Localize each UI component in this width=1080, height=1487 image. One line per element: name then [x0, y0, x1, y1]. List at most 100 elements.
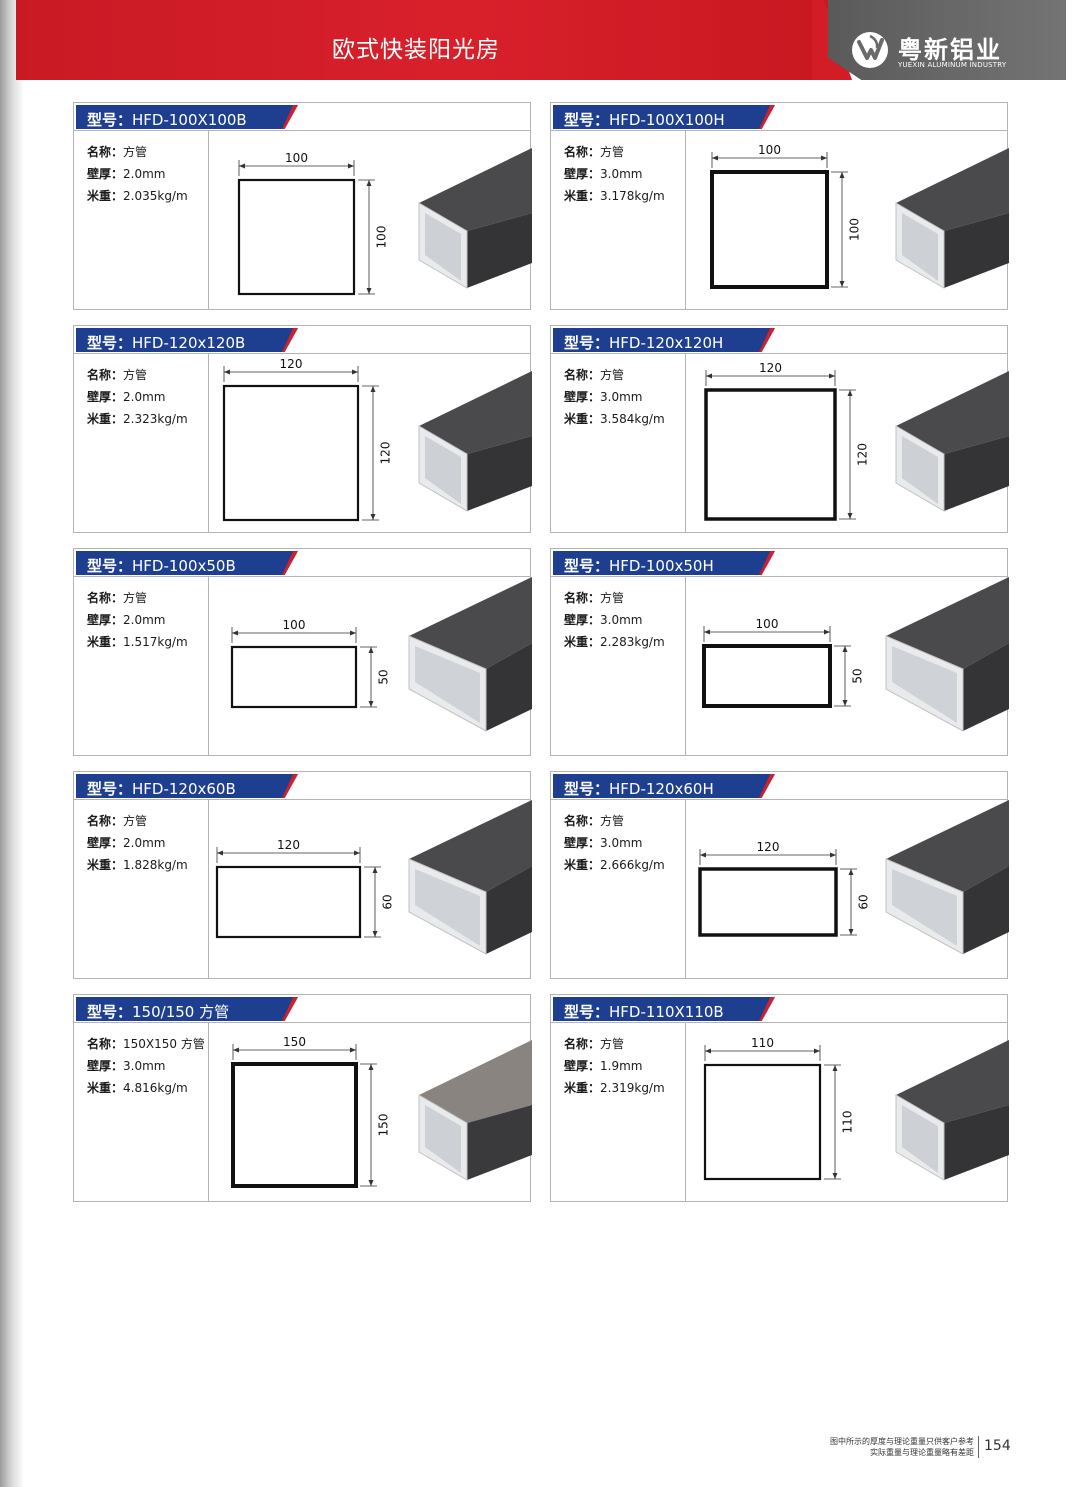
spec-wall-label: 壁厚： — [87, 836, 124, 850]
spec-weight: 米重：1.828kg/m — [87, 856, 188, 873]
spec-name: 名称：方管 — [564, 1035, 624, 1052]
dim-arrow — [830, 852, 836, 858]
model-tab — [76, 105, 298, 129]
dim-arrow — [233, 1047, 239, 1053]
spec-weight: 米重：2.666kg/m — [564, 856, 665, 873]
model-label: 型号： — [564, 780, 610, 798]
spec-wall-value: 3.0mm — [123, 1059, 166, 1073]
model-tab — [553, 328, 775, 352]
spec-name-value: 方管 — [600, 145, 625, 159]
model-value: HFD-100x50B — [132, 557, 236, 575]
book-spine — [0, 0, 16, 1487]
spec-name-value: 150X150 方管 — [123, 1037, 205, 1051]
spec-name-label: 名称： — [87, 1037, 124, 1051]
model-tab — [553, 551, 775, 575]
model-value: HFD-110X110B — [609, 1003, 724, 1021]
spec-wall-value: 3.0mm — [600, 390, 643, 404]
spec-name-label: 名称： — [87, 145, 124, 159]
dim-arrow — [832, 1065, 838, 1071]
spec-wall: 壁厚：3.0mm — [564, 165, 642, 182]
card-divider — [685, 354, 686, 532]
spec-weight: 米重：2.319kg/m — [564, 1079, 665, 1096]
profile-outline — [222, 384, 360, 522]
tube-3d-image — [895, 148, 1009, 289]
dim-arrow — [839, 281, 845, 287]
footer-note-line1: 图中所示的厚度与理论重量只供客户参考 — [830, 1437, 974, 1446]
model-label: 型号： — [87, 334, 133, 352]
dim-arrow — [842, 700, 848, 706]
card-header: 型号：HFD-100X100B — [74, 103, 530, 131]
spec-wall: 壁厚：3.0mm — [564, 834, 642, 851]
dim-height-label: 60 — [381, 894, 395, 909]
tube-3d-image — [418, 148, 532, 289]
model-tab — [76, 997, 298, 1021]
spec-weight-label: 米重： — [564, 635, 601, 649]
card-divider — [208, 354, 209, 532]
spec-name-value: 方管 — [123, 145, 148, 159]
model-label: 型号： — [564, 111, 610, 129]
spec-name-value: 方管 — [123, 814, 148, 828]
dim-width-label: 120 — [759, 361, 782, 375]
dim-arrow — [354, 850, 360, 856]
dim-height-label: 110 — [841, 1111, 855, 1134]
spec-name-value: 方管 — [600, 368, 625, 382]
model-title: 型号：HFD-120x60H — [564, 778, 714, 799]
dim-arrow — [239, 163, 245, 169]
spec-weight-value: 3.178kg/m — [600, 189, 665, 203]
spec-name: 名称：方管 — [564, 366, 624, 383]
spec-weight: 米重：1.517kg/m — [87, 633, 188, 650]
card-header: 型号：HFD-120x60H — [551, 772, 1007, 800]
spec-name-label: 名称： — [564, 368, 601, 382]
spec-wall-value: 2.0mm — [123, 167, 166, 181]
dim-height-label: 50 — [377, 669, 391, 684]
model-label: 型号： — [564, 334, 610, 352]
spec-wall-label: 壁厚： — [564, 613, 601, 627]
spec-weight-value: 2.666kg/m — [600, 858, 665, 872]
profile-outline — [704, 388, 837, 521]
dim-arrow — [368, 701, 374, 707]
spec-wall-label: 壁厚： — [87, 1059, 124, 1073]
spec-weight-label: 米重： — [87, 412, 124, 426]
spec-wall: 壁厚：2.0mm — [87, 611, 165, 628]
model-title: 型号：HFD-100x50B — [87, 555, 236, 576]
model-value: HFD-120x120B — [132, 334, 246, 352]
spec-name-value: 方管 — [123, 591, 148, 605]
model-value: HFD-100x50H — [609, 557, 714, 575]
model-value: HFD-120x60B — [132, 780, 236, 798]
dim-arrow — [348, 163, 354, 169]
spec-wall-value: 3.0mm — [600, 613, 643, 627]
model-label: 型号： — [87, 1003, 133, 1021]
spec-wall-value: 2.0mm — [123, 613, 166, 627]
spec-name-label: 名称： — [87, 591, 124, 605]
card-divider — [208, 577, 209, 755]
dim-width-label: 120 — [280, 357, 303, 371]
tube-3d-image — [408, 800, 532, 955]
dim-arrow — [700, 852, 706, 858]
dim-width-label: 100 — [285, 151, 308, 165]
spec-name: 名称：150X150 方管 — [87, 1035, 205, 1052]
spec-wall-label: 壁厚： — [87, 167, 124, 181]
card-divider — [685, 800, 686, 978]
spec-weight-value: 2.035kg/m — [123, 189, 188, 203]
dim-arrow — [366, 180, 372, 186]
tube-3d-image — [895, 1040, 1009, 1181]
card-divider — [208, 1023, 209, 1201]
spec-name-label: 名称： — [87, 368, 124, 382]
spec-weight: 米重：3.584kg/m — [564, 410, 665, 427]
dim-arrow — [372, 867, 378, 873]
tube-3d-image — [895, 371, 1009, 512]
spec-wall: 壁厚：3.0mm — [564, 388, 642, 405]
model-tab — [553, 105, 775, 129]
profile-outline — [237, 178, 356, 296]
model-title: 型号：HFD-100X100H — [564, 109, 725, 130]
dim-arrow — [704, 629, 710, 635]
spec-weight-value: 2.319kg/m — [600, 1081, 665, 1095]
dim-arrow — [366, 288, 372, 294]
card-header: 型号：150/150 方管 — [74, 995, 530, 1023]
spec-name: 名称：方管 — [87, 812, 147, 829]
dim-width-label: 120 — [277, 838, 300, 852]
